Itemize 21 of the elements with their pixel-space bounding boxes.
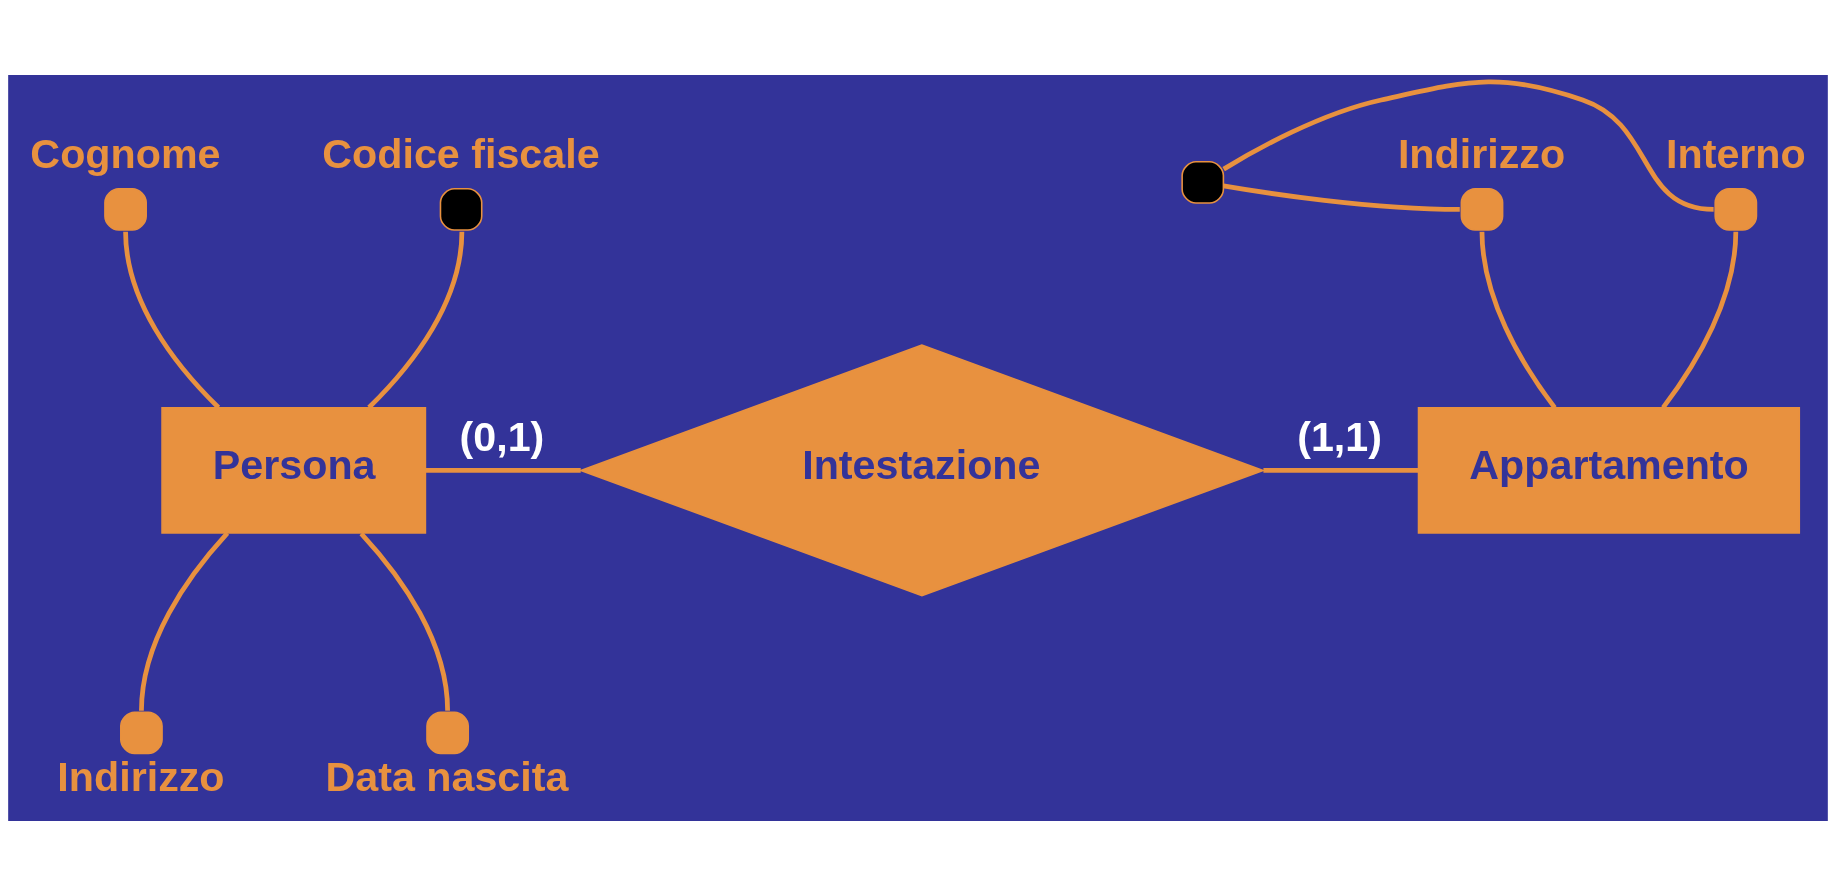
node-label: Data nascita (325, 754, 569, 801)
node-box: Appartamento (1417, 406, 1801, 534)
connector (1223, 183, 1460, 212)
connector (367, 231, 465, 410)
connector (1661, 231, 1739, 409)
edge-label: (1,1) (1297, 414, 1382, 461)
node-label: Indirizzo (57, 754, 225, 801)
connector (1479, 231, 1557, 409)
node-box: Persona (161, 406, 427, 534)
node-label: Cognome (30, 130, 221, 177)
connector (1263, 468, 1419, 473)
connector (359, 531, 450, 711)
connector (139, 531, 230, 711)
connector (425, 468, 581, 473)
connector (1222, 79, 1714, 212)
connector (123, 231, 221, 410)
node-label: Interno (1666, 130, 1806, 177)
node-label: Codice fiscale (322, 130, 600, 177)
edge-label: (0,1) (459, 414, 545, 461)
node-diamond: Intestazione (578, 344, 1266, 597)
node-label: Indirizzo (1397, 130, 1566, 177)
